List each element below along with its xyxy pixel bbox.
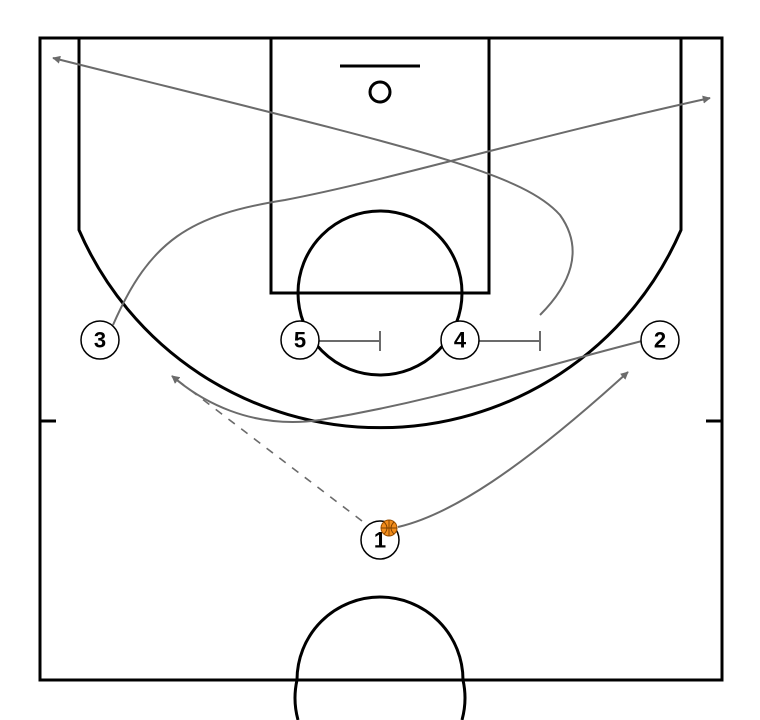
player-4-marker [440,320,480,360]
player-3-marker [80,320,120,360]
player-2-marker [640,320,680,360]
player-5-marker [280,320,320,360]
player-2-cut-arrow [171,340,643,423]
paint-lane [269,36,491,295]
center-circle [295,595,465,681]
player-3-label: 3 [94,328,106,353]
player-5: 5 [280,320,320,360]
center-circle-lower [293,679,467,720]
player-4-cut-arrow [52,55,574,316]
player-3: 3 [80,320,120,360]
basketball-icon [380,519,398,537]
court-lines [38,36,724,720]
free-throw-circle [296,209,464,377]
player-2: 2 [640,320,680,360]
play-actions [52,55,711,528]
three-point-line [77,38,683,430]
player-3-cut-arrow [112,95,711,326]
player-1-dribble-arrow [397,371,629,528]
player-4: 4 [440,320,480,360]
player-4-label: 4 [454,328,467,353]
basket-rim [368,80,392,104]
player-5-label: 5 [294,328,306,353]
player-2-label: 2 [654,328,666,353]
pass-line [171,375,363,522]
court-boundary [38,36,724,682]
